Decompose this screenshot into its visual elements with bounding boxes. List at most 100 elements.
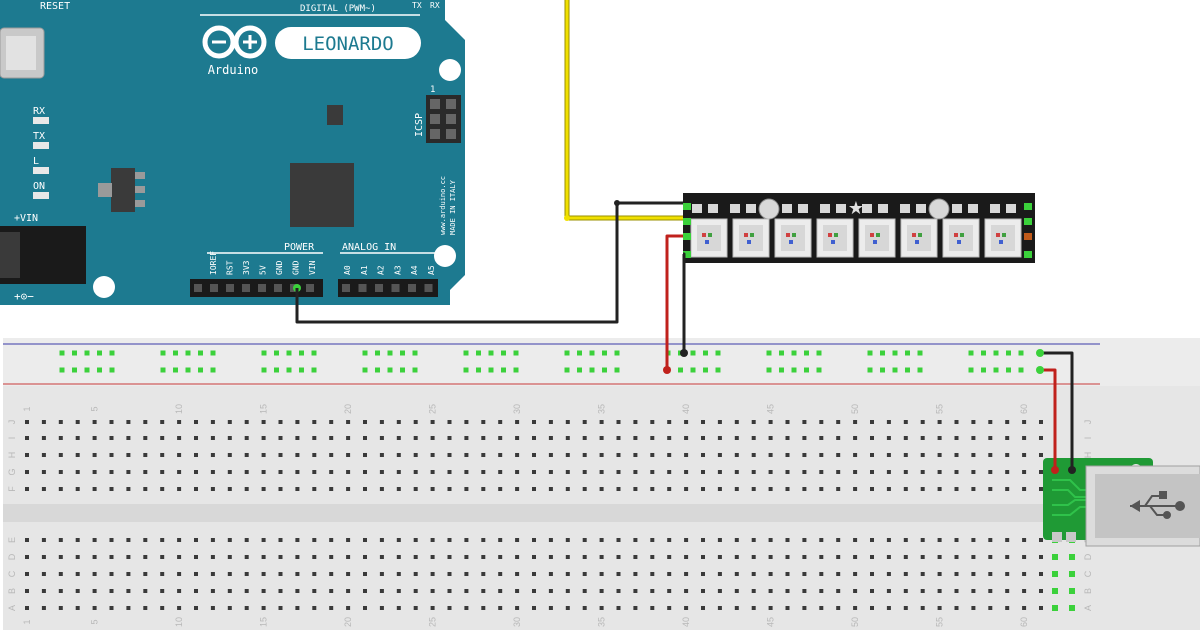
breadboard-hole <box>886 436 891 440</box>
breadboard-hole <box>768 538 773 542</box>
breadboard-hole <box>261 436 266 440</box>
breadboard-hole <box>633 572 638 576</box>
breadboard-hole <box>1039 487 1043 491</box>
breadboard-hole <box>684 572 689 576</box>
led-label-l: L <box>33 156 39 167</box>
breadboard-hole <box>447 606 452 610</box>
breadboard-hole <box>954 538 959 542</box>
breadboard-hole <box>701 436 705 440</box>
breadboard-hole <box>1022 436 1027 440</box>
breadboard-hole <box>109 572 114 576</box>
breadboard-hole <box>532 538 536 542</box>
breadboard-hole <box>464 606 469 610</box>
crystal <box>327 105 343 125</box>
breadboard-hole <box>701 453 705 457</box>
breadboard-hole <box>599 436 604 440</box>
rail-hole <box>476 350 481 356</box>
breadboard-hole <box>498 555 503 559</box>
breadboard-hole <box>667 606 672 610</box>
breadboard-hole <box>244 453 249 457</box>
column-number: 15 <box>259 617 269 627</box>
breadboard-hole <box>971 453 976 457</box>
rail-hole <box>703 367 708 373</box>
breadboard-hole <box>650 589 655 593</box>
rail-hole <box>690 350 696 356</box>
breadboard-hole <box>312 487 317 491</box>
rail-hole <box>412 367 418 373</box>
rail-hole <box>261 350 267 356</box>
breadboard-hole <box>802 487 807 491</box>
smd-pad <box>1006 204 1016 213</box>
breadboard-hole <box>988 538 993 542</box>
breadboard-hole <box>937 453 942 457</box>
smd-pad <box>952 204 962 213</box>
breadboard-hole <box>768 420 773 424</box>
breadboard-hole <box>227 436 232 440</box>
column-number: 30 <box>512 617 522 627</box>
breadboard-hole <box>937 555 942 559</box>
analog-pin-label: A5 <box>427 265 436 275</box>
breadboard-hole <box>379 487 384 491</box>
smd-pad <box>708 204 718 213</box>
breadboard-hole <box>734 487 739 491</box>
breadboard-hole <box>988 572 993 576</box>
breadboard-hole <box>75 470 80 474</box>
breadboard-hole <box>329 453 334 457</box>
breadboard-hole <box>143 470 148 474</box>
breadboard-hole <box>177 453 182 457</box>
breadboard-hole <box>616 453 621 457</box>
breadboard-hole <box>396 453 401 457</box>
column-number: 10 <box>174 617 184 627</box>
breadboard-hole <box>261 589 266 593</box>
breadboard-hole <box>734 470 739 474</box>
breadboard-hole <box>988 487 993 491</box>
breadboard-hole <box>227 589 232 593</box>
smd-pad <box>820 204 830 213</box>
breadboard-hole <box>785 555 790 559</box>
rail-hole <box>412 350 418 356</box>
led-strip: ★ <box>683 193 1035 263</box>
breadboard-hole <box>430 453 435 457</box>
breadboard-hole <box>430 606 435 610</box>
rail-hole <box>185 367 191 373</box>
ground-wire-arduino <box>295 201 683 324</box>
rail-hole <box>513 367 519 373</box>
breadboard-hole <box>853 606 858 610</box>
power-wire-red <box>665 234 683 370</box>
breadboard-hole <box>126 470 131 474</box>
breadboard-hole <box>988 589 993 593</box>
column-number: 20 <box>343 404 353 414</box>
breadboard-hole <box>717 487 722 491</box>
breadboard-hole <box>633 589 638 593</box>
breadboard-hole <box>295 555 300 559</box>
breadboard-hole <box>210 453 215 457</box>
led-l <box>33 167 49 174</box>
breadboard-hole <box>1039 606 1043 610</box>
breadboard-hole <box>853 487 858 491</box>
row-letter: G <box>7 468 17 475</box>
breadboard-hole <box>768 487 773 491</box>
breadboard-hole <box>109 436 114 440</box>
breadboard-hole <box>785 453 790 457</box>
breadboard-hole <box>194 606 198 610</box>
column-number: 10 <box>174 404 184 414</box>
rail-hole <box>173 367 178 373</box>
breadboard-hole <box>143 436 148 440</box>
breadboard-hole <box>633 453 638 457</box>
breadboard-hole <box>464 572 469 576</box>
breadboard-hole <box>819 555 824 559</box>
breadboard-hole <box>616 436 621 440</box>
breadboard-hole <box>210 589 215 593</box>
breadboard-hole <box>498 420 503 424</box>
breadboard-hole <box>194 589 198 593</box>
column-number: 45 <box>766 404 776 414</box>
breadboard-hole <box>413 470 418 474</box>
breadboard-hole <box>160 420 165 424</box>
breadboard-hole <box>75 606 80 610</box>
breadboard-hole <box>751 420 756 424</box>
breadboard-hole <box>532 487 536 491</box>
breadboard-hole <box>447 538 452 542</box>
breadboard-hole <box>582 538 587 542</box>
breadboard-hole <box>25 420 29 424</box>
breadboard-hole <box>295 572 300 576</box>
